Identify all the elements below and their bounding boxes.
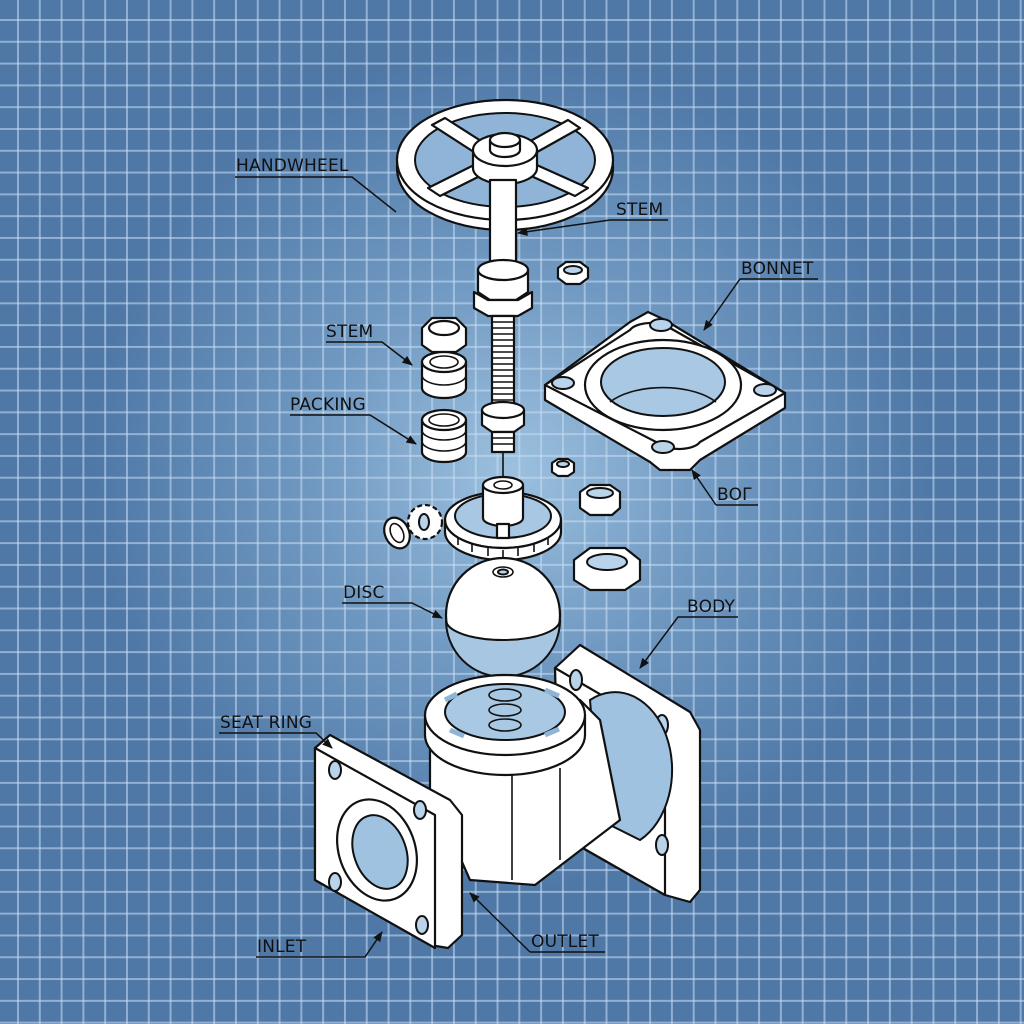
hex-nut-small-mid: [550, 457, 576, 478]
label-stem-left: STEM: [326, 322, 373, 342]
label-bonnet: BONNET: [741, 259, 814, 279]
hex-nut-left: [420, 316, 468, 354]
spring: [488, 688, 522, 732]
label-outlet: OUTLET: [531, 932, 599, 952]
disc-part: [444, 556, 562, 678]
label-disc: DISC: [343, 583, 385, 603]
label-body: BODY: [687, 597, 736, 617]
bonnet-part: [543, 310, 787, 472]
hex-nut-top-right: [556, 260, 590, 286]
hex-nut-large: [572, 546, 642, 592]
leader-lines: [219, 176, 818, 958]
valve-body-part: [313, 643, 702, 950]
label-seat-ring: SEAT RING: [220, 713, 312, 733]
stem-bushing: [420, 350, 468, 400]
stem-part: [472, 178, 534, 482]
stem-thread-lines: [492, 321, 514, 407]
label-packing: PACKING: [290, 395, 366, 415]
label-stem-top: STEM: [616, 200, 663, 220]
packing-rings: [420, 408, 468, 464]
hex-nut-mid-right: [578, 483, 622, 517]
washer-ring: [383, 516, 411, 550]
star-washer: [406, 503, 444, 541]
label-handwheel: HANDWHEEL: [236, 156, 349, 176]
label-inlet: INLET: [257, 937, 307, 957]
label-bolt: BOΓ: [717, 485, 752, 505]
handwheel-part: [395, 98, 615, 232]
disc-guide-ring: [443, 475, 563, 562]
